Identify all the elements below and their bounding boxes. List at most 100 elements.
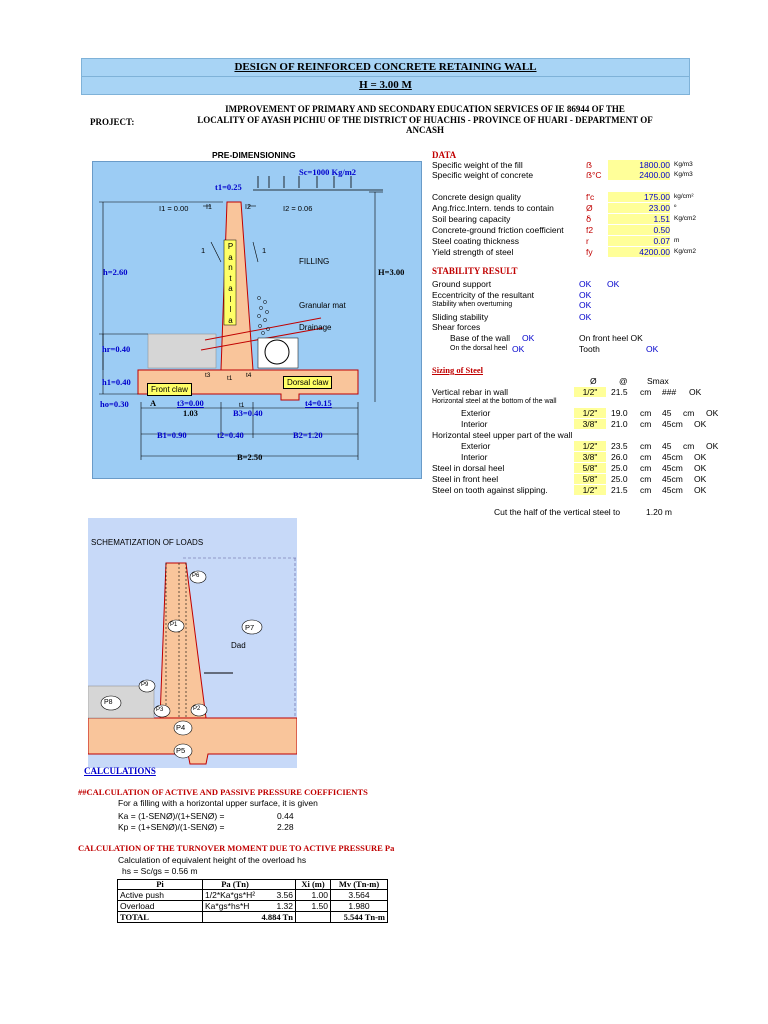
height-bar: H = 3.00 M <box>81 76 690 95</box>
h1-label: h1=0.40 <box>102 377 131 387</box>
data-value: 2400.00 <box>608 170 670 180</box>
i1-label: I1 = 0.00 <box>159 204 189 213</box>
load-p1: P1 <box>170 622 178 628</box>
interior-upper-s: 26.0 <box>611 452 628 462</box>
exterior-bottom-ok: OK <box>706 408 719 418</box>
granular-dots <box>257 296 270 335</box>
vertical-spacing: 21.5 <box>611 387 628 397</box>
interior-bottom-s: 21.0 <box>611 419 628 429</box>
exterior-upper-d: 1/2" <box>574 441 606 451</box>
stem-shape <box>159 562 207 719</box>
exterior-bottom-s: 19.0 <box>611 408 628 418</box>
active-pressure-table: Pi Pa (Tn) Xi (m) Mv (Tn-m) Active push … <box>117 879 388 923</box>
load-p3: P3 <box>156 707 164 713</box>
interior-upper-m: 45cm <box>662 452 683 462</box>
t1-small-bottom: t1 <box>239 402 245 409</box>
t3-value: t3=0.00 <box>177 398 204 408</box>
data-symbol: fy <box>586 247 593 257</box>
drain-pipe <box>264 339 290 365</box>
load-p2: P2 <box>193 706 201 712</box>
exterior-bottom-u: cm <box>640 408 652 418</box>
sliding: Sliding stability <box>432 312 489 322</box>
ground-ok-2: OK <box>607 279 620 289</box>
interior-upper: Interior <box>461 452 488 462</box>
t4-small: t4 <box>246 372 252 379</box>
table-header: Pi Pa (Tn) Xi (m) Mv (Tn-m) <box>117 879 388 890</box>
data-label: Specific weight of concrete <box>432 170 534 180</box>
dorsal-heel-steel: Steel in dorsal heel <box>432 463 505 473</box>
dad-label: Dad <box>231 641 246 650</box>
hr-label: hr=0.40 <box>102 344 131 354</box>
col-spacing: @ <box>619 376 628 386</box>
project-line-2: LOCALITY OF AYASH PICHIU OF THE DISTRICT… <box>197 114 653 125</box>
data-unit: m <box>674 237 680 244</box>
b1-value: B1=0.90 <box>157 430 187 440</box>
dorsal-heel-d: 5/8" <box>574 463 606 473</box>
data-label: Ang.fricc.Intern. tends to contain <box>432 203 554 213</box>
eccentricity: Eccentricity of the resultant <box>432 290 535 300</box>
load-p8: P8 <box>104 699 113 706</box>
data-unit: Kg/m3 <box>674 161 693 168</box>
b3-value: B3=0.40 <box>233 408 263 418</box>
overload-label: Sc=1000 Kg/m2 <box>299 167 357 177</box>
vertical-smax: ### <box>662 387 677 397</box>
exterior-bottom-m: 45 <box>662 408 672 418</box>
data-value: 4200.00 <box>608 247 670 257</box>
t1-small: t1 <box>227 375 233 382</box>
tooth: Tooth <box>579 344 600 354</box>
i2-small: I2 <box>245 204 251 211</box>
col-pa: Pa (Tn) <box>202 879 267 890</box>
page-title: DESIGN OF REINFORCED CONCRETE RETAINING … <box>234 61 537 73</box>
col-pa-value <box>267 879 296 890</box>
interior-upper-u: cm <box>640 452 652 462</box>
data-value: 1800.00 <box>608 160 670 170</box>
data-unit: Kg/m3 <box>674 171 693 178</box>
exterior-upper: Exterior <box>461 441 491 451</box>
data-symbol: ẟ <box>586 214 592 224</box>
data-value: 0.50 <box>608 225 670 235</box>
data-label: Steel coating thickness <box>432 236 519 246</box>
data-value: 0.07 <box>608 236 670 246</box>
data-value: 23.00 <box>608 203 670 213</box>
front-soil <box>147 333 217 369</box>
data-label: Soil bearing capacity <box>432 214 511 224</box>
load-p4: P4 <box>176 723 186 732</box>
hs-value: hs = Sc/gs = 0.56 m <box>122 866 198 876</box>
front-heel-steel: Steel in front heel <box>432 474 499 484</box>
load-bubbles <box>100 570 263 759</box>
dorsal-heel-ok: OK <box>512 344 525 354</box>
load-lines <box>165 563 187 718</box>
front-heel-ok2: OK <box>694 474 707 484</box>
dorsal-claw-label: Dorsal claw <box>283 376 333 389</box>
point-a-label: A <box>150 398 157 408</box>
base-wall: Base of the wall <box>450 333 511 343</box>
exterior-upper-m: 45 <box>662 441 672 451</box>
project-line-1: IMPROVEMENT OF PRIMARY AND SECONDARY EDU… <box>225 104 625 114</box>
wall-height: H = 3.00 M <box>359 79 412 91</box>
t2-value: t2=0.40 <box>217 430 244 440</box>
overturning: Stability when overturning <box>432 301 513 308</box>
stability-title: STABILITY RESULT <box>432 266 518 276</box>
pantalla-box <box>223 239 237 326</box>
ka-label: Ka = (1-SENØ)/(1+SENØ) = <box>118 811 225 821</box>
i1-small: I1 <box>206 204 212 211</box>
dorsal-heel-s: 25.0 <box>611 463 628 473</box>
predim-drawing <box>99 176 383 460</box>
col-pi: Pi <box>117 879 203 890</box>
pantalla-label: P a n t a l l a <box>227 242 234 325</box>
loads-title: SCHEMATIZATION OF LOADS <box>91 538 204 547</box>
project-name: IMPROVEMENT OF PRIMARY AND SECONDARY EDU… <box>160 104 690 136</box>
exterior-upper-ok: OK <box>706 441 719 451</box>
coef-title: ##CALCULATION OF ACTIVE AND PASSIVE PRES… <box>78 787 368 797</box>
drainage-label: Drainage <box>299 323 332 332</box>
front-heel-u: cm <box>640 474 652 484</box>
table-total: TOTAL 4.884 Tn 5.544 Tn-m <box>117 911 388 923</box>
slope-one-right: 1 <box>262 246 267 255</box>
slope-marker <box>210 241 222 263</box>
table-row: Active push 1/2*Ka*gs*H² 3.56 1.00 3.564 <box>117 889 388 901</box>
data-unit: º <box>674 204 677 211</box>
dorsal-heel-u: cm <box>640 463 652 473</box>
t3-small: t3 <box>205 372 211 379</box>
vertical-unit: cm <box>640 387 652 397</box>
ho-label: ho=0.30 <box>100 399 129 409</box>
